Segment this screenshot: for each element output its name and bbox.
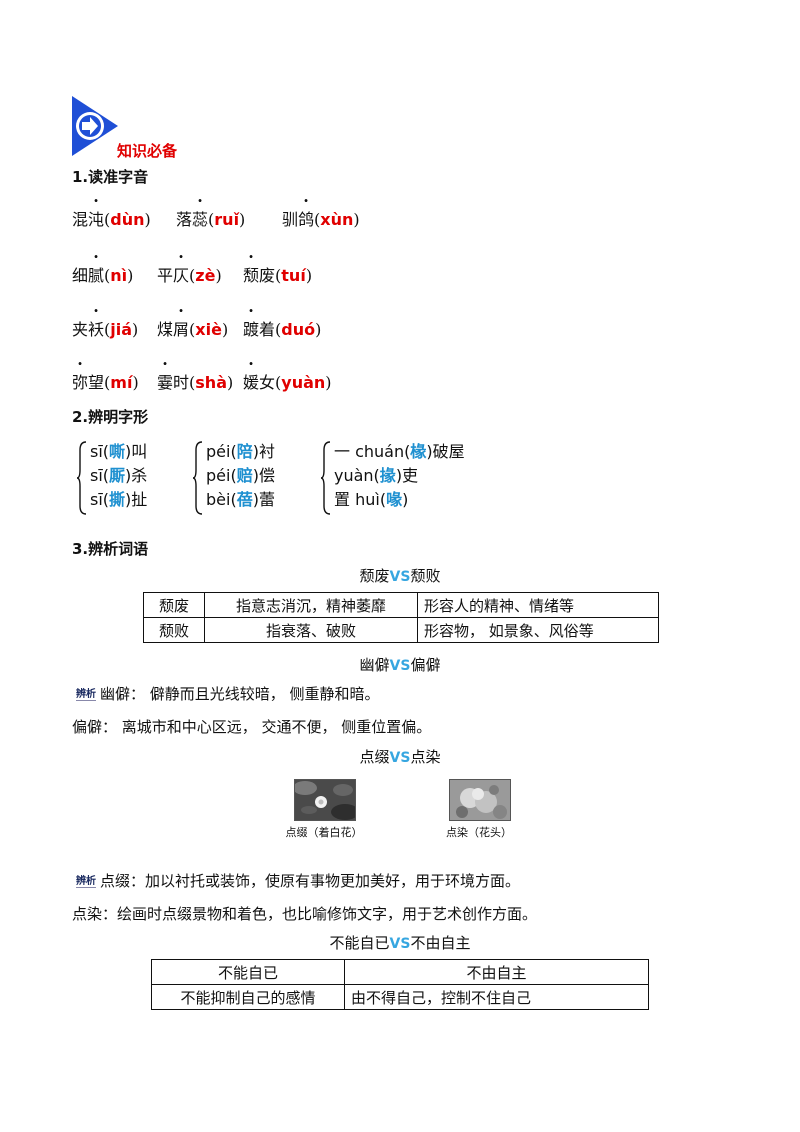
- pinyin-item: 夹袄(jiá): [72, 316, 138, 340]
- table-cell: 颓败: [143, 617, 205, 643]
- glyph-item: péi(赔)偿: [206, 466, 275, 485]
- table-row: 不能抑制自己的感情 由不得自己，控制不住自己: [151, 984, 649, 1010]
- pinyin-item: 细腻(nì): [72, 262, 133, 286]
- section-header-title: 知识必备: [117, 142, 178, 160]
- analysis-tag: 辨析: [76, 685, 96, 701]
- table-cell: 不由自主: [344, 959, 649, 985]
- vs-mark: VS: [389, 658, 411, 674]
- compare-title-4: 不能自已VS不由自主: [329, 934, 471, 952]
- table-cell: 不能抑制自己的感情: [151, 984, 345, 1010]
- section-2-title: 2.辨明字形: [72, 408, 149, 426]
- pinyin-item: 混沌(dùn): [72, 210, 151, 229]
- compare-title-3: 点缀VS点染: [359, 748, 441, 766]
- analysis-tag: 辨析: [76, 872, 96, 888]
- glyph-item: 置 huì(喙): [334, 490, 409, 509]
- pinyin-item: 平仄(zè): [157, 262, 222, 286]
- glyph-item: sī(厮)杀: [90, 466, 148, 485]
- photo-caption: 点缀（着白花）: [285, 826, 363, 839]
- pinyin-item: 媛女(yuàn): [243, 369, 332, 393]
- vs-mark: VS: [389, 936, 411, 952]
- table-cell: 形容人的精神、情绪等: [417, 592, 659, 618]
- analysis-line: 辨析点缀：加以衬托或装饰，使原有事物更加美好，用于环境方面。: [76, 872, 521, 890]
- glyph-group-3: 一 chuán(椽)破屋 yuàn(掾)吏 置 huì(喙): [334, 440, 465, 512]
- glyph-item: sī(嘶)叫: [90, 442, 148, 461]
- compare-table-1: 颓废 指意志消沉，精神萎靡 形容人的精神、情绪等 颓败 指衰落、破败 形容物， …: [143, 592, 659, 643]
- compare-title-1: 颓废VS颓败: [359, 567, 441, 585]
- pinyin-item: 驯鸽(xùn): [282, 206, 360, 230]
- analysis-line: 点染：绘画时点缀景物和着色，也比喻修饰文字，用于艺术创作方面。: [72, 905, 538, 923]
- glyph-group-2: péi(陪)衬 péi(赔)偿 bèi(蓓)蕾: [206, 440, 275, 512]
- table-row: 颓败 指衰落、破败 形容物， 如景象、风俗等: [143, 617, 659, 643]
- pinyin-item: 落蕊(ruǐ): [176, 206, 245, 230]
- pinyin-item: 煤屑(xiè): [157, 316, 228, 340]
- pinyin-item: 弥望(mí): [72, 369, 139, 393]
- table-cell: 由不得自己，控制不住自己: [344, 984, 649, 1010]
- compare-title-2: 幽僻VS偏僻: [359, 656, 441, 674]
- glyph-item: bèi(蓓)蕾: [206, 490, 275, 509]
- pinyin-row-1: 混沌(dùn): [72, 206, 151, 230]
- vs-mark: VS: [389, 569, 411, 585]
- flower-photo: [294, 779, 356, 821]
- pinyin-item: 颓废(tuí): [243, 262, 312, 286]
- table-row: 不能自已 不由自主: [151, 959, 649, 985]
- flower-head-photo: [449, 779, 511, 821]
- pinyin-item: 踱着(duó): [243, 316, 321, 340]
- analysis-line: 辨析幽僻： 僻静而且光线较暗， 侧重静和暗。: [76, 685, 380, 703]
- glyph-item: péi(陪)衬: [206, 442, 275, 461]
- photo-caption: 点染（花头）: [446, 826, 512, 839]
- table-cell: 形容物， 如景象、风俗等: [417, 617, 659, 643]
- analysis-line: 偏僻： 离城市和中心区远， 交通不便， 侧重位置偏。: [72, 718, 432, 736]
- section-3-title: 3.辨析词语: [72, 540, 149, 558]
- section-1-title: 1.读准字音: [72, 168, 149, 186]
- arrow-badge-icon: [72, 96, 120, 156]
- glyph-item: sī(撕)扯: [90, 490, 148, 509]
- table-cell: 不能自已: [151, 959, 345, 985]
- table-cell: 颓废: [143, 592, 205, 618]
- table-row: 颓废 指意志消沉，精神萎靡 形容人的精神、情绪等: [143, 592, 659, 618]
- compare-table-4: 不能自已 不由自主 不能抑制自己的感情 由不得自己，控制不住自己: [151, 959, 649, 1010]
- vs-mark: VS: [389, 750, 411, 766]
- table-cell: 指意志消沉，精神萎靡: [204, 592, 418, 618]
- left-brace-icon: [320, 441, 331, 515]
- left-brace-icon: [76, 441, 87, 515]
- glyph-item: yuàn(掾)吏: [334, 466, 419, 485]
- table-cell: 指衰落、破败: [204, 617, 418, 643]
- glyph-item: 一 chuán(椽)破屋: [334, 442, 465, 461]
- left-brace-icon: [192, 441, 203, 515]
- pinyin-item: 霎时(shà): [157, 369, 233, 393]
- glyph-group-1: sī(嘶)叫 sī(厮)杀 sī(撕)扯: [90, 440, 147, 512]
